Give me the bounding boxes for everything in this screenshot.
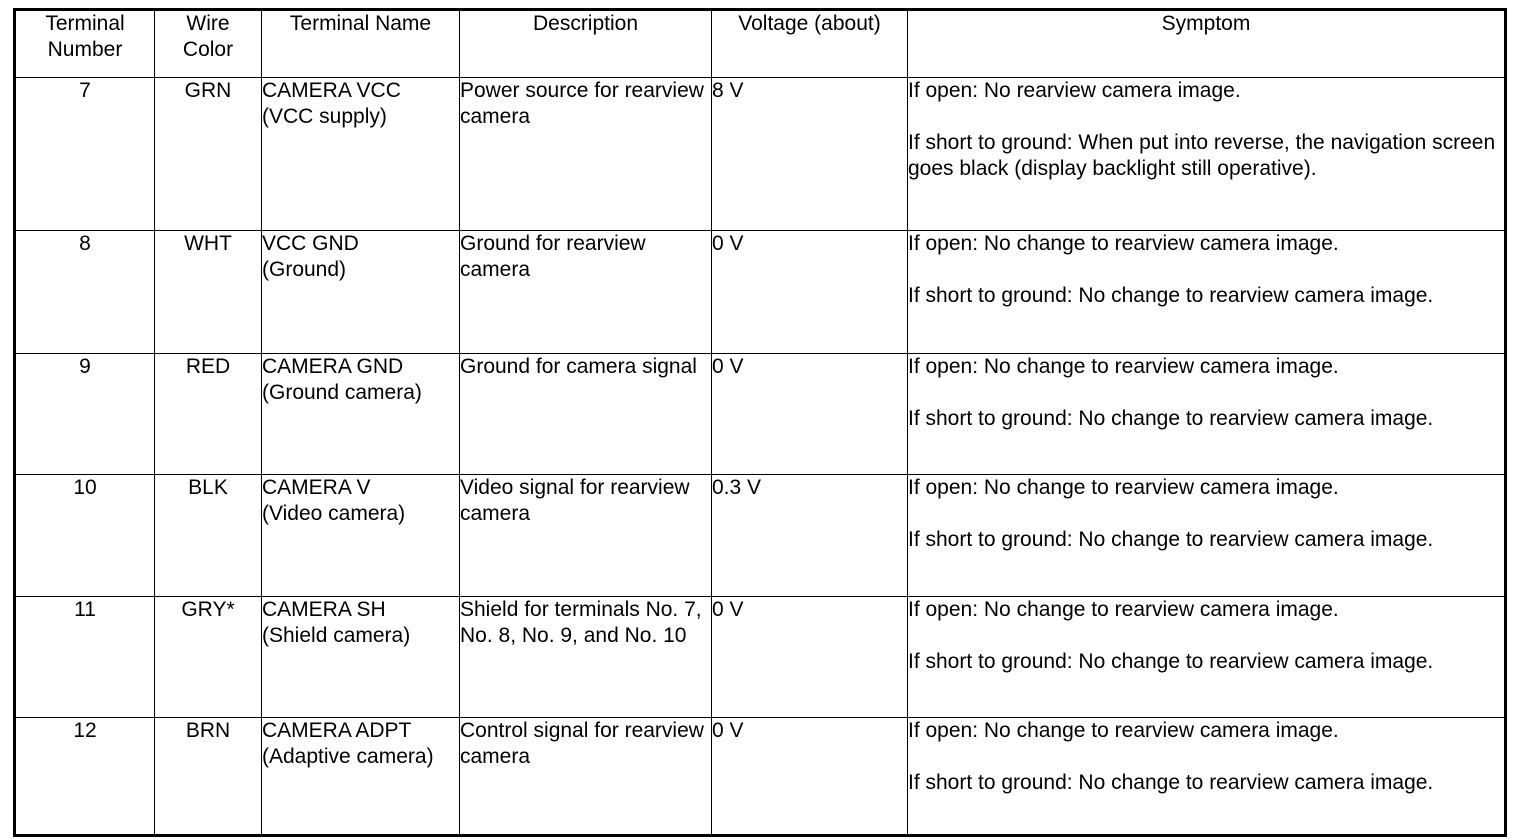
cell-terminal-name: VCC GND (Ground) [261, 230, 460, 354]
symptom-if-short: If short to ground: No change to rearvie… [908, 650, 1434, 673]
column-header-terminal-number-line1: Terminal [45, 12, 125, 35]
terminal-spec-table: Terminal Number Wire Color Terminal Name… [13, 8, 1507, 837]
cell-terminal-number: 12 [14, 717, 155, 836]
table-row: 8 WHT VCC GND (Ground) Ground for rearvi… [14, 230, 1506, 354]
table-row: 7 GRN CAMERA VCC (VCC supply) Power sour… [14, 77, 1506, 231]
symptom-if-open: If open: No change to rearview camera im… [908, 355, 1339, 378]
column-header-terminal-name-label: Terminal Name [289, 12, 432, 35]
cell-description: Ground for camera signal [459, 353, 712, 475]
cell-symptom: If open: No change to rearview camera im… [907, 474, 1506, 597]
symptom-if-open: If open: No change to rearview camera im… [908, 598, 1339, 621]
column-header-terminal-name: Terminal Name [261, 9, 460, 78]
cell-wire-color: BRN [154, 717, 262, 836]
cell-symptom: If open: No change to rearview camera im… [907, 717, 1506, 836]
cell-terminal-name: CAMERA ADPT (Adaptive camera) [261, 717, 460, 836]
symptom-if-open: If open: No change to rearview camera im… [908, 476, 1339, 499]
cell-terminal-number: 9 [14, 353, 155, 475]
cell-voltage: 8 V [711, 77, 908, 231]
column-header-symptom-label: Symptom [1161, 12, 1251, 35]
terminal-name-secondary: (VCC supply) [262, 105, 387, 128]
terminal-name-secondary: (Ground camera) [262, 381, 422, 404]
cell-description: Shield for terminals No. 7, No. 8, No. 9… [459, 596, 712, 718]
terminal-name-secondary: (Video camera) [262, 502, 406, 525]
column-header-voltage: Voltage (about) [711, 9, 908, 78]
symptom-if-short: If short to ground: No change to rearvie… [908, 284, 1434, 307]
terminal-name-primary: CAMERA ADPT [262, 719, 412, 742]
cell-description: Ground for rearview camera [459, 230, 712, 354]
cell-symptom: If open: No change to rearview camera im… [907, 353, 1506, 475]
symptom-if-open: If open: No change to rearview camera im… [908, 232, 1339, 255]
symptom-if-open: If open: No rearview camera image. [908, 79, 1241, 102]
cell-terminal-name: CAMERA SH (Shield camera) [261, 596, 460, 718]
cell-terminal-number: 11 [14, 596, 155, 718]
table-body: 7 GRN CAMERA VCC (VCC supply) Power sour… [14, 77, 1506, 836]
cell-terminal-name: CAMERA VCC (VCC supply) [261, 77, 460, 231]
symptom-if-short: If short to ground: No change to rearvie… [908, 528, 1434, 551]
cell-terminal-name: CAMERA GND (Ground camera) [261, 353, 460, 475]
terminal-name-primary: VCC GND [262, 232, 359, 255]
terminal-name-primary: CAMERA VCC [262, 79, 401, 102]
cell-wire-color: RED [154, 353, 262, 475]
cell-symptom: If open: No change to rearview camera im… [907, 230, 1506, 354]
table-row: 12 BRN CAMERA ADPT (Adaptive camera) Con… [14, 717, 1506, 836]
cell-wire-color: GRN [154, 77, 262, 231]
cell-voltage: 0 V [711, 596, 908, 718]
terminal-name-primary: CAMERA V [262, 476, 371, 499]
cell-terminal-number: 7 [14, 77, 155, 231]
terminal-name-primary: CAMERA GND [262, 355, 404, 378]
cell-terminal-number: 10 [14, 474, 155, 597]
column-header-terminal-number-line2: Number [47, 38, 123, 61]
cell-description: Video signal for rearview camera [459, 474, 712, 597]
column-header-description: Description [459, 9, 712, 78]
table-header: Terminal Number Wire Color Terminal Name… [14, 9, 1506, 78]
column-header-symptom: Symptom [907, 9, 1506, 78]
cell-voltage: 0 V [711, 717, 908, 836]
symptom-if-short: If short to ground: When put into revers… [908, 131, 1496, 180]
cell-terminal-name: CAMERA V (Video camera) [261, 474, 460, 597]
symptom-if-short: If short to ground: No change to rearvie… [908, 407, 1434, 430]
terminal-name-primary: CAMERA SH [262, 598, 386, 621]
terminal-name-secondary: (Adaptive camera) [262, 745, 434, 768]
column-header-wire-color: Wire Color [154, 9, 262, 78]
cell-wire-color: BLK [154, 474, 262, 597]
column-header-wire-color-line2: Color [182, 38, 234, 61]
column-header-wire-color-line1: Wire [186, 12, 230, 35]
column-header-terminal-number: Terminal Number [14, 9, 155, 78]
terminal-name-secondary: (Shield camera) [262, 624, 411, 647]
terminal-name-secondary: (Ground) [262, 258, 347, 281]
cell-voltage: 0 V [711, 353, 908, 475]
table-header-row: Terminal Number Wire Color Terminal Name… [14, 9, 1506, 78]
cell-symptom: If open: No rearview camera image. If sh… [907, 77, 1506, 231]
table-row: 10 BLK CAMERA V (Video camera) Video sig… [14, 474, 1506, 597]
cell-symptom: If open: No change to rearview camera im… [907, 596, 1506, 718]
table-row: 9 RED CAMERA GND (Ground camera) Ground … [14, 353, 1506, 475]
column-header-description-label: Description [532, 12, 639, 35]
cell-description: Control signal for rearview camera [459, 717, 712, 836]
cell-wire-color: WHT [154, 230, 262, 354]
cell-description: Power source for rearview camera [459, 77, 712, 231]
table-row: 11 GRY* CAMERA SH (Shield camera) Shield… [14, 596, 1506, 718]
column-header-voltage-label: Voltage (about) [738, 12, 881, 35]
cell-wire-color: GRY* [154, 596, 262, 718]
cell-voltage: 0 V [711, 230, 908, 354]
cell-terminal-number: 8 [14, 230, 155, 354]
symptom-if-open: If open: No change to rearview camera im… [908, 719, 1339, 742]
cell-voltage: 0.3 V [711, 474, 908, 597]
symptom-if-short: If short to ground: No change to rearvie… [908, 771, 1434, 794]
